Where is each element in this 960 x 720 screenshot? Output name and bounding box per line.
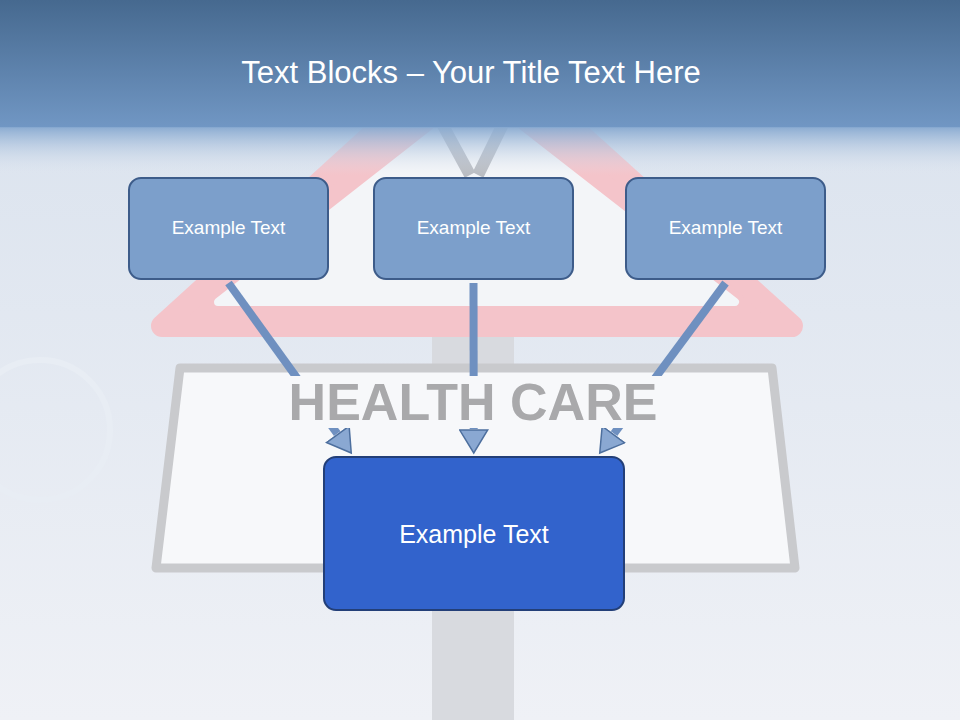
block-text: Example Text xyxy=(399,519,549,549)
text-block: Example Text xyxy=(625,177,826,280)
title-band xyxy=(0,0,960,128)
text-block: Example Text xyxy=(128,177,329,280)
block-text: Example Text xyxy=(172,217,286,240)
slide-title: Text Blocks – Your Title Text Here xyxy=(0,52,942,94)
text-block: Example Text xyxy=(373,177,574,280)
label-holder: HEALTH CARE xyxy=(0,376,946,428)
text-block: Example Text xyxy=(323,456,625,611)
block-text: Example Text xyxy=(669,217,783,240)
background-flare xyxy=(0,360,110,500)
sign-text: HEALTH CARE xyxy=(283,376,664,428)
title-band-fade xyxy=(0,127,960,175)
block-text: Example Text xyxy=(417,217,531,240)
